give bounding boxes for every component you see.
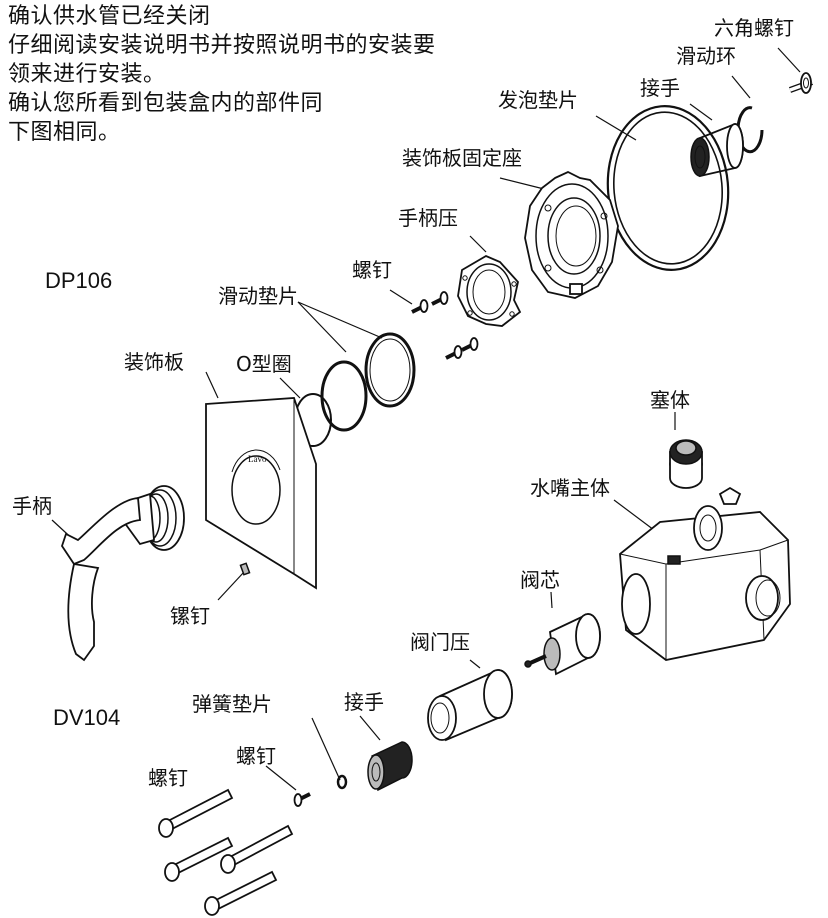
valve-press [427,669,513,742]
spring-washer [336,774,348,790]
intro-line-3: 领来进行安装。 [8,62,166,87]
model-dv104: DV104 [53,705,121,730]
label-handle: 手柄 [12,494,52,518]
label-spring-washer: 弹簧垫片 [192,692,272,716]
valve-body [619,486,791,661]
label-body: 水嘴主体 [530,476,610,500]
trim-plate: Lavo [205,397,317,590]
long-bolt-2 [164,836,234,882]
cartridge [524,613,601,676]
label-connector-top: 接手 [640,76,680,100]
foam-gasket [606,105,730,271]
long-bolt-3 [220,824,294,874]
svg-text:Lavo: Lavo [248,454,267,464]
slide-gasket-2 [364,332,416,408]
label-slide-ring: 滑动环 [676,44,736,68]
slide-gasket-1 [320,360,368,432]
set-screw [239,562,251,576]
intro-line-1: 确认供水管已经关闭 [8,4,211,29]
label-cartridge: 阀芯 [520,568,560,592]
hex-screw [788,72,814,94]
leader-lines [51,47,801,791]
intro-line-5: 下图相同。 [8,120,121,145]
connector-top [690,123,744,178]
trim-plate-mount [524,171,619,299]
label-plate-mount: 装饰板固定座 [402,146,522,170]
long-bolt-1 [158,788,234,838]
long-bolt-4 [204,870,278,916]
intro-line-2: 仔细阅读安装说明书并按照说明书的安装要 [8,33,436,58]
label-plug: 塞体 [650,388,690,412]
label-slide-gasket: 滑动垫片 [218,284,298,308]
intro-line-4: 确认您所看到包装盒内的部件同 [8,91,324,116]
label-foam-gasket: 发泡垫片 [498,88,578,112]
label-screw-top: 螺钉 [352,258,392,282]
handle [61,485,185,662]
label-set-screw: 镙钉 [170,604,210,628]
label-screw-mid: 螺钉 [236,744,276,768]
label-connector-bottom: 接手 [344,690,384,714]
intro-text: 确认供水管已经关闭 仔细阅读安装说明书并按照说明书的安装要 领来进行安装。 确认… [8,2,436,147]
handle-press [457,254,522,327]
label-valve-press: 阀门压 [410,630,470,654]
label-handle-press: 手柄压 [398,206,458,230]
label-hex-screw: 六角螺钉 [714,16,794,40]
connector-bottom [367,741,413,792]
plug [669,439,703,489]
small-screw-mid [293,792,311,807]
small-screws-top [411,291,479,360]
label-o-ring: O型圈 [236,352,292,376]
label-screw-left: 螺钉 [148,766,188,790]
model-dp106: DP106 [45,268,113,293]
label-trim-plate: 装饰板 [124,350,184,374]
